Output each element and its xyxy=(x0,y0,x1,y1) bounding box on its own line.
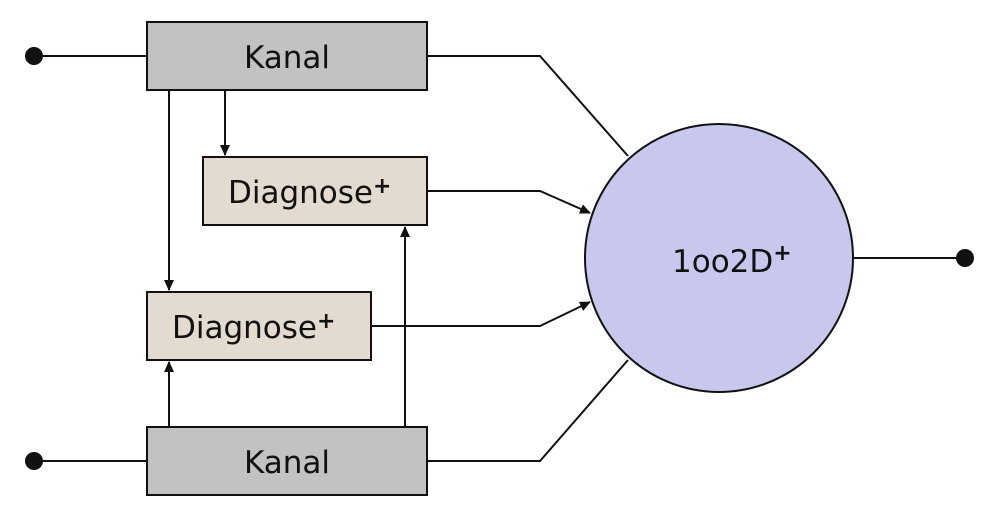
voter-node: 1oo2D+ xyxy=(584,123,854,393)
svg-text:Diagnose+: Diagnose+ xyxy=(228,174,391,211)
diagnose-top-sup: + xyxy=(373,174,391,199)
kanal-bottom-label: Kanal xyxy=(244,445,330,481)
voter-sup: + xyxy=(773,241,791,266)
diagnose-bottom-label: Diagnose xyxy=(172,310,317,346)
wire-kanal-bottom-to-voter xyxy=(427,359,629,462)
svg-text:1oo2D+: 1oo2D+ xyxy=(672,241,792,280)
diagnose-bottom-sup: + xyxy=(317,309,335,334)
voter-label: 1oo2D xyxy=(672,244,773,280)
diagnose-block-bottom: Diagnose+ xyxy=(146,291,372,361)
arrow-diagnose-bottom-to-voter xyxy=(371,301,591,327)
arrow-diagnose-top-to-voter xyxy=(427,190,591,214)
kanal-top-label: Kanal xyxy=(244,40,330,76)
svg-text:Diagnose+: Diagnose+ xyxy=(172,309,335,346)
kanal-block-bottom: Kanal xyxy=(146,426,428,496)
diagnose-block-top: Diagnose+ xyxy=(202,156,428,226)
kanal-block-top: Kanal xyxy=(146,21,428,91)
diagnose-top-label: Diagnose xyxy=(228,175,373,211)
wire-kanal-top-to-voter xyxy=(427,55,629,157)
